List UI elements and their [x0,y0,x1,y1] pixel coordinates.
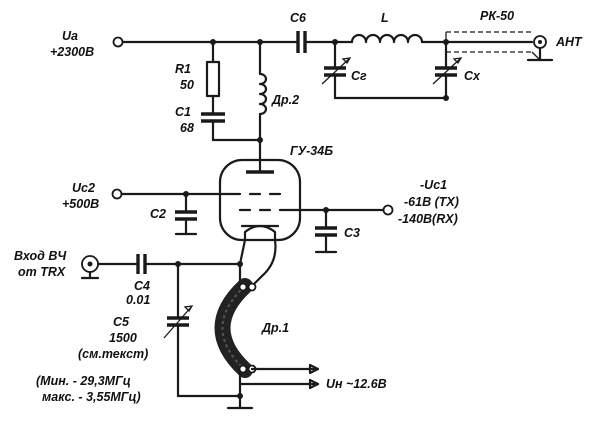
tuning-range-max: макс. - 3,55МГц) [42,390,141,404]
uc1-supply [288,204,394,254]
c5-value: 1500 [109,331,137,345]
dr2-label: Др.2 [271,93,299,107]
uc1-rx-voltage: -140В(RX) [398,212,458,226]
cx-label: Cx [464,69,481,83]
c3-label: C3 [344,226,360,240]
cg-label: Cг [351,69,367,83]
uc2-label: Uc2 [72,181,95,195]
uc1-tx-voltage: -61В (TX) [404,195,459,209]
c4-label: C4 [134,279,150,293]
dr1-label: Др.1 [261,321,289,335]
uc2-voltage: +500В [62,197,99,211]
uc2-terminal [111,188,123,200]
r1-label: R1 [175,62,191,76]
uc1-label: -Uc1 [420,178,447,192]
ua-terminal [112,36,124,48]
c1-value: 68 [180,121,194,135]
anode-supply-rail [112,36,300,48]
uc1-terminal [382,204,394,216]
l-label: L [381,11,389,25]
coax-cable [444,31,554,62]
ant-label: АНТ [555,35,583,49]
cg-variable-capacitor [321,40,352,100]
c5-note: (см.текст) [78,347,148,361]
r1-value: 50 [180,78,194,92]
ua-label: Ua [62,29,78,43]
uc2-supply [111,188,232,236]
dr1-choke [214,278,257,378]
rf-in-label-line2: от TRX [18,265,66,279]
c6-label: C6 [290,11,307,25]
c4-value: 0.01 [126,293,150,307]
tuning-range-min: (Мин. - 29,3МГц [36,374,131,388]
r1-c1-branch [201,40,262,142]
c6-capacitor [296,31,338,53]
c1-label: C1 [175,105,191,119]
gu34b-tube [218,158,302,242]
r1-resistor [205,60,221,98]
c2-label: C2 [150,207,166,221]
coax-label: РК-50 [480,9,514,23]
rf-input [80,254,243,280]
l-coil [333,33,449,45]
rf-in-label-line1: Вход ВЧ [14,249,67,263]
ua-voltage: +2300В [50,45,94,59]
c5-label: C5 [113,315,130,329]
dr2-choke [257,40,268,162]
tube-label: ГУ-34Б [290,144,333,158]
c5-variable-capacitor [163,262,242,398]
uh-label: Uн ~12.6В [326,377,387,391]
heater-output [226,363,320,410]
cx-variable-capacitor [333,40,463,101]
